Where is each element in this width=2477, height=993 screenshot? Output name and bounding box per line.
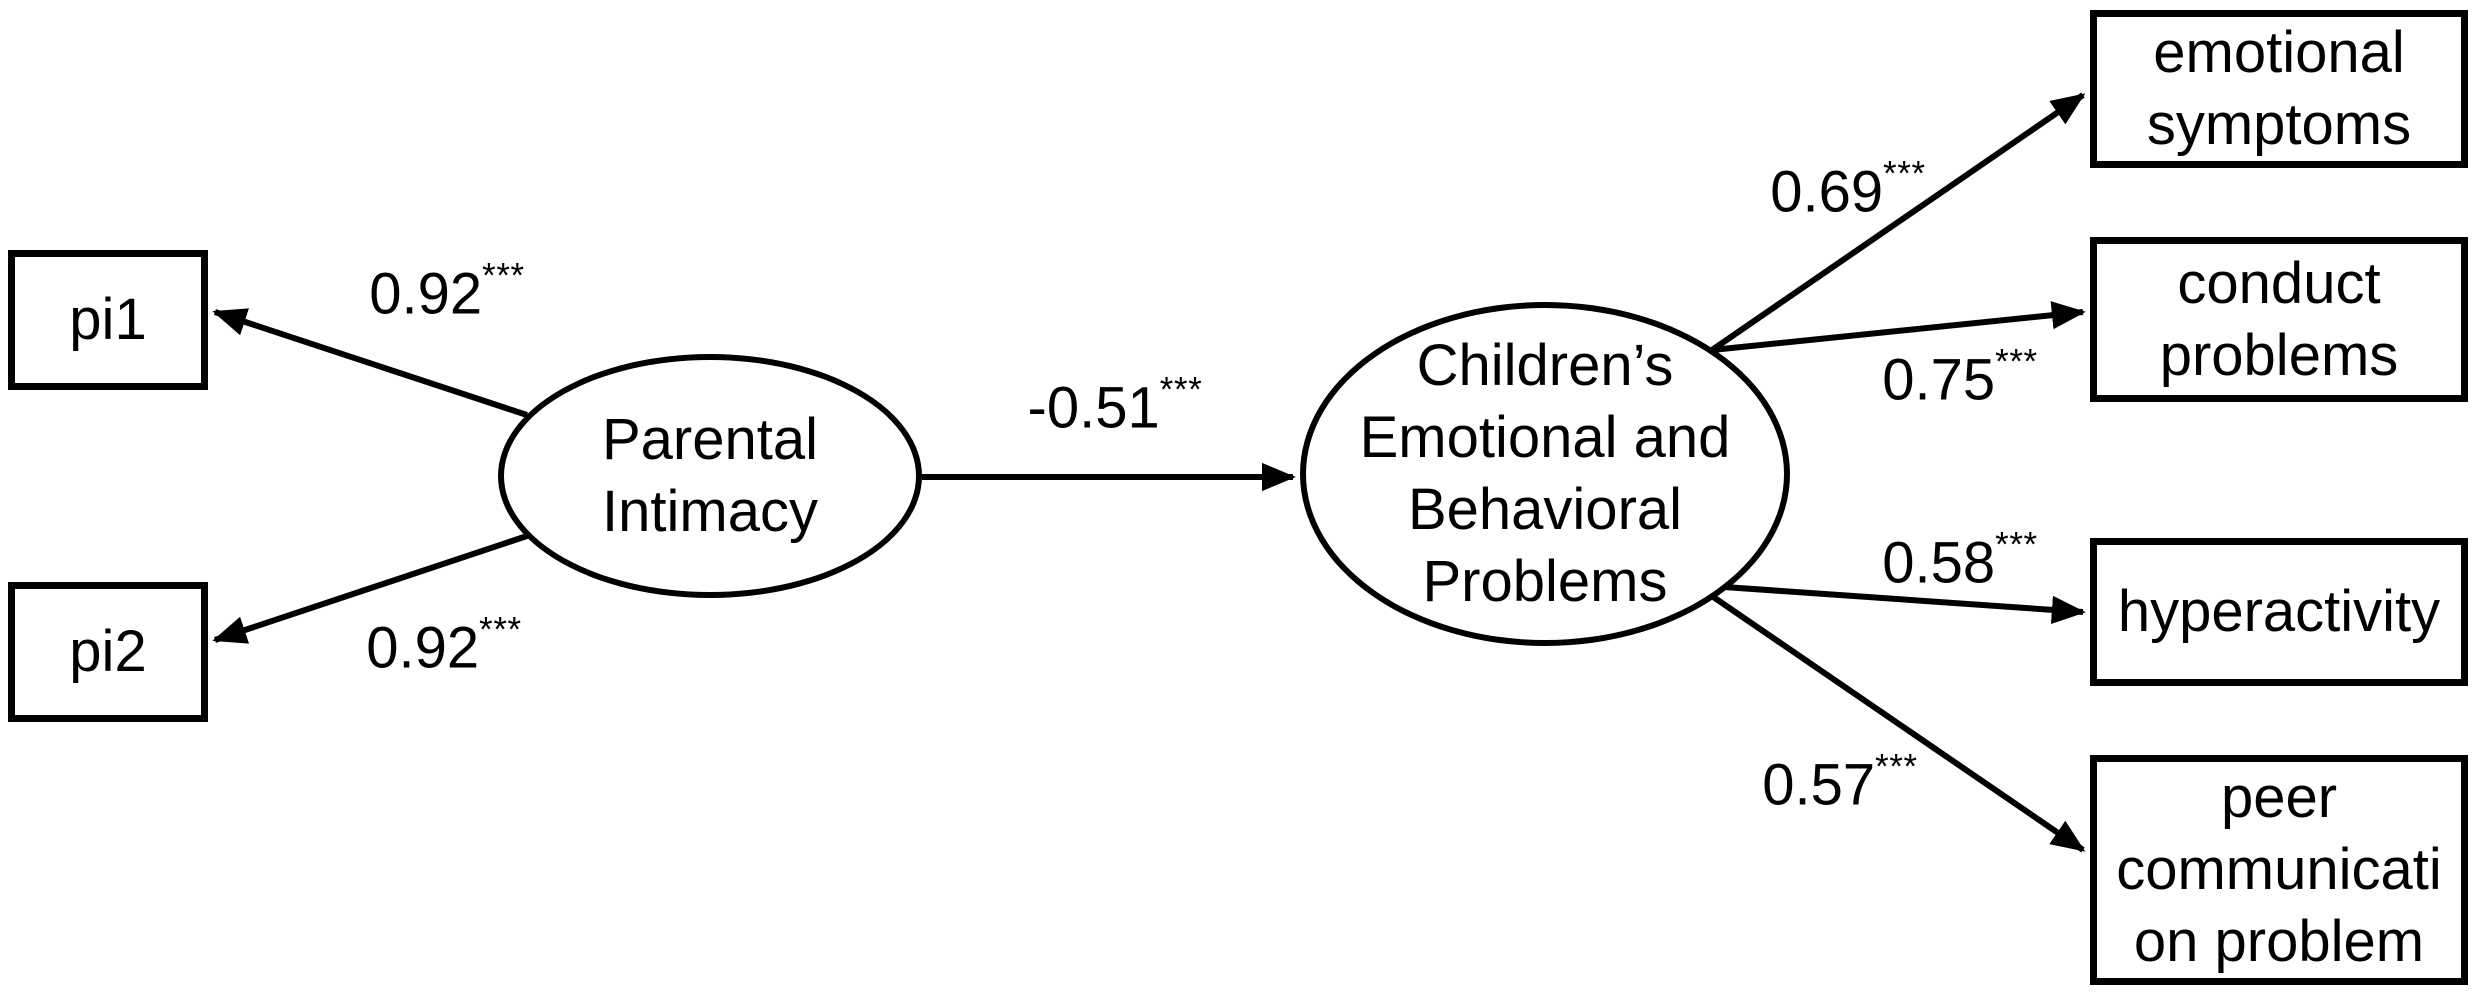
- coef-value: 0.57: [1762, 752, 1876, 818]
- node-cebp-label-line1: Children’s: [1416, 333, 1674, 399]
- coef-value: 0.69: [1770, 159, 1884, 225]
- arrow-cebp-to-emotional-symptoms: [1710, 92, 2086, 353]
- arrow-cebp-to-peer-communication-problem: [1704, 589, 2086, 853]
- node-hyperactivity: hyperactivity: [2090, 538, 2468, 686]
- node-conduct-problems: conduct problems: [2090, 237, 2468, 402]
- node-cebp-label-line2: Emotional and: [1359, 405, 1731, 471]
- coef-significance-stars: ***: [1883, 154, 1926, 194]
- coef-value: 0.75: [1882, 347, 1996, 413]
- coef-significance-stars: ***: [1875, 747, 1918, 787]
- node-conduct-problems-label-line1: conduct: [2177, 250, 2381, 316]
- node-pi1-label: pi1: [69, 287, 147, 353]
- node-pi2-label: pi2: [69, 619, 147, 685]
- coef-value: 0.58: [1882, 530, 1996, 596]
- node-peer-communication-problem-label-line2: communicati: [2116, 837, 2442, 903]
- node-emotional-symptoms-label-line1: emotional: [2153, 20, 2405, 86]
- coef-parental-intimacy-cebp: -0.51***: [1027, 371, 1203, 442]
- coef-cebp-hyperactivity: 0.58***: [1882, 526, 2038, 597]
- node-parental-intimacy-label-line1: Parental: [601, 407, 819, 473]
- node-cebp-label-line3: Behavioral: [1407, 477, 1683, 542]
- node-peer-communication-problem-label-line3: on problem: [2133, 908, 2425, 974]
- arrow-cebp-to-hyperactivity: [1709, 583, 2086, 624]
- coef-cebp-peer-communication-problem: 0.57***: [1762, 748, 1918, 819]
- arrow-parental-intimacy-to-pi2: [212, 533, 528, 644]
- coef-parental-intimacy-pi1: 0.92***: [369, 257, 525, 328]
- coef-parental-intimacy-pi2: 0.92***: [366, 611, 522, 682]
- coef-value: -0.51: [1027, 375, 1160, 441]
- node-emotional-symptoms-label-line2: symptoms: [2146, 92, 2412, 157]
- coef-significance-stars: ***: [1159, 370, 1203, 410]
- arrow-parental-intimacy-to-pi1: [212, 308, 528, 418]
- coef-value: 0.92: [369, 261, 483, 327]
- node-emotional-symptoms: emotional symptoms: [2090, 10, 2468, 168]
- coef-cebp-emotional-symptoms: 0.69***: [1770, 155, 1926, 226]
- arrow-cebp-to-conduct-problems: [1711, 301, 2086, 353]
- node-parental-intimacy: Parental Intimacy: [498, 354, 922, 598]
- coef-significance-stars: ***: [1995, 525, 2038, 565]
- coef-significance-stars: ***: [1995, 342, 2038, 382]
- coef-significance-stars: ***: [482, 256, 525, 296]
- node-children-emotional-behavioral-problems: Children’s Emotional and Behavioral Prob…: [1300, 302, 1790, 646]
- node-peer-communication-problem-label-line1: peer: [2220, 765, 2338, 831]
- node-pi2: pi2: [8, 582, 208, 722]
- node-conduct-problems-label-line2: problems: [2159, 322, 2399, 388]
- node-hyperactivity-label: hyperactivity: [2117, 579, 2441, 645]
- node-parental-intimacy-label-line2: Intimacy: [602, 479, 818, 544]
- coef-cebp-conduct-problems: 0.75***: [1882, 343, 2038, 414]
- node-pi1: pi1: [8, 250, 208, 390]
- coef-significance-stars: ***: [479, 610, 522, 650]
- node-cebp-label-line4: Problems: [1422, 548, 1668, 614]
- node-peer-communication-problem: peer communicati on problem: [2090, 755, 2468, 985]
- coef-value: 0.92: [366, 615, 480, 681]
